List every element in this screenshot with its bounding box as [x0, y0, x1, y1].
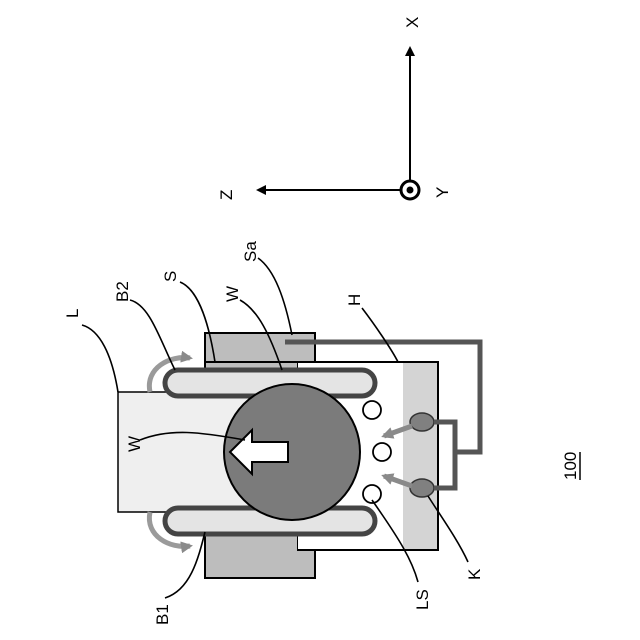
- label-k: K: [465, 568, 484, 580]
- leader-sa: [258, 258, 292, 335]
- sensor-k-bottom: [410, 479, 434, 497]
- figure-ref-number: 100: [561, 452, 580, 480]
- label-h: H: [345, 294, 364, 306]
- label-l: L: [63, 309, 82, 318]
- label-s: S: [161, 271, 180, 282]
- label-ls: LS: [413, 589, 432, 610]
- label-w-top: W: [223, 286, 242, 302]
- sensor-k-top: [410, 413, 434, 431]
- leader-l: [82, 325, 118, 392]
- axis-label-y: Y: [433, 187, 452, 198]
- label-b1: B1: [153, 604, 172, 625]
- label-w-center: W: [125, 436, 144, 452]
- label-sa: Sa: [241, 241, 260, 262]
- axis-label-x: X: [403, 17, 422, 28]
- label-b2: B2: [113, 281, 132, 302]
- axis-label-z: Z: [217, 190, 236, 200]
- leader-h: [362, 308, 398, 362]
- axes-indicator: [258, 48, 419, 199]
- svg-text:100: 100: [561, 452, 580, 480]
